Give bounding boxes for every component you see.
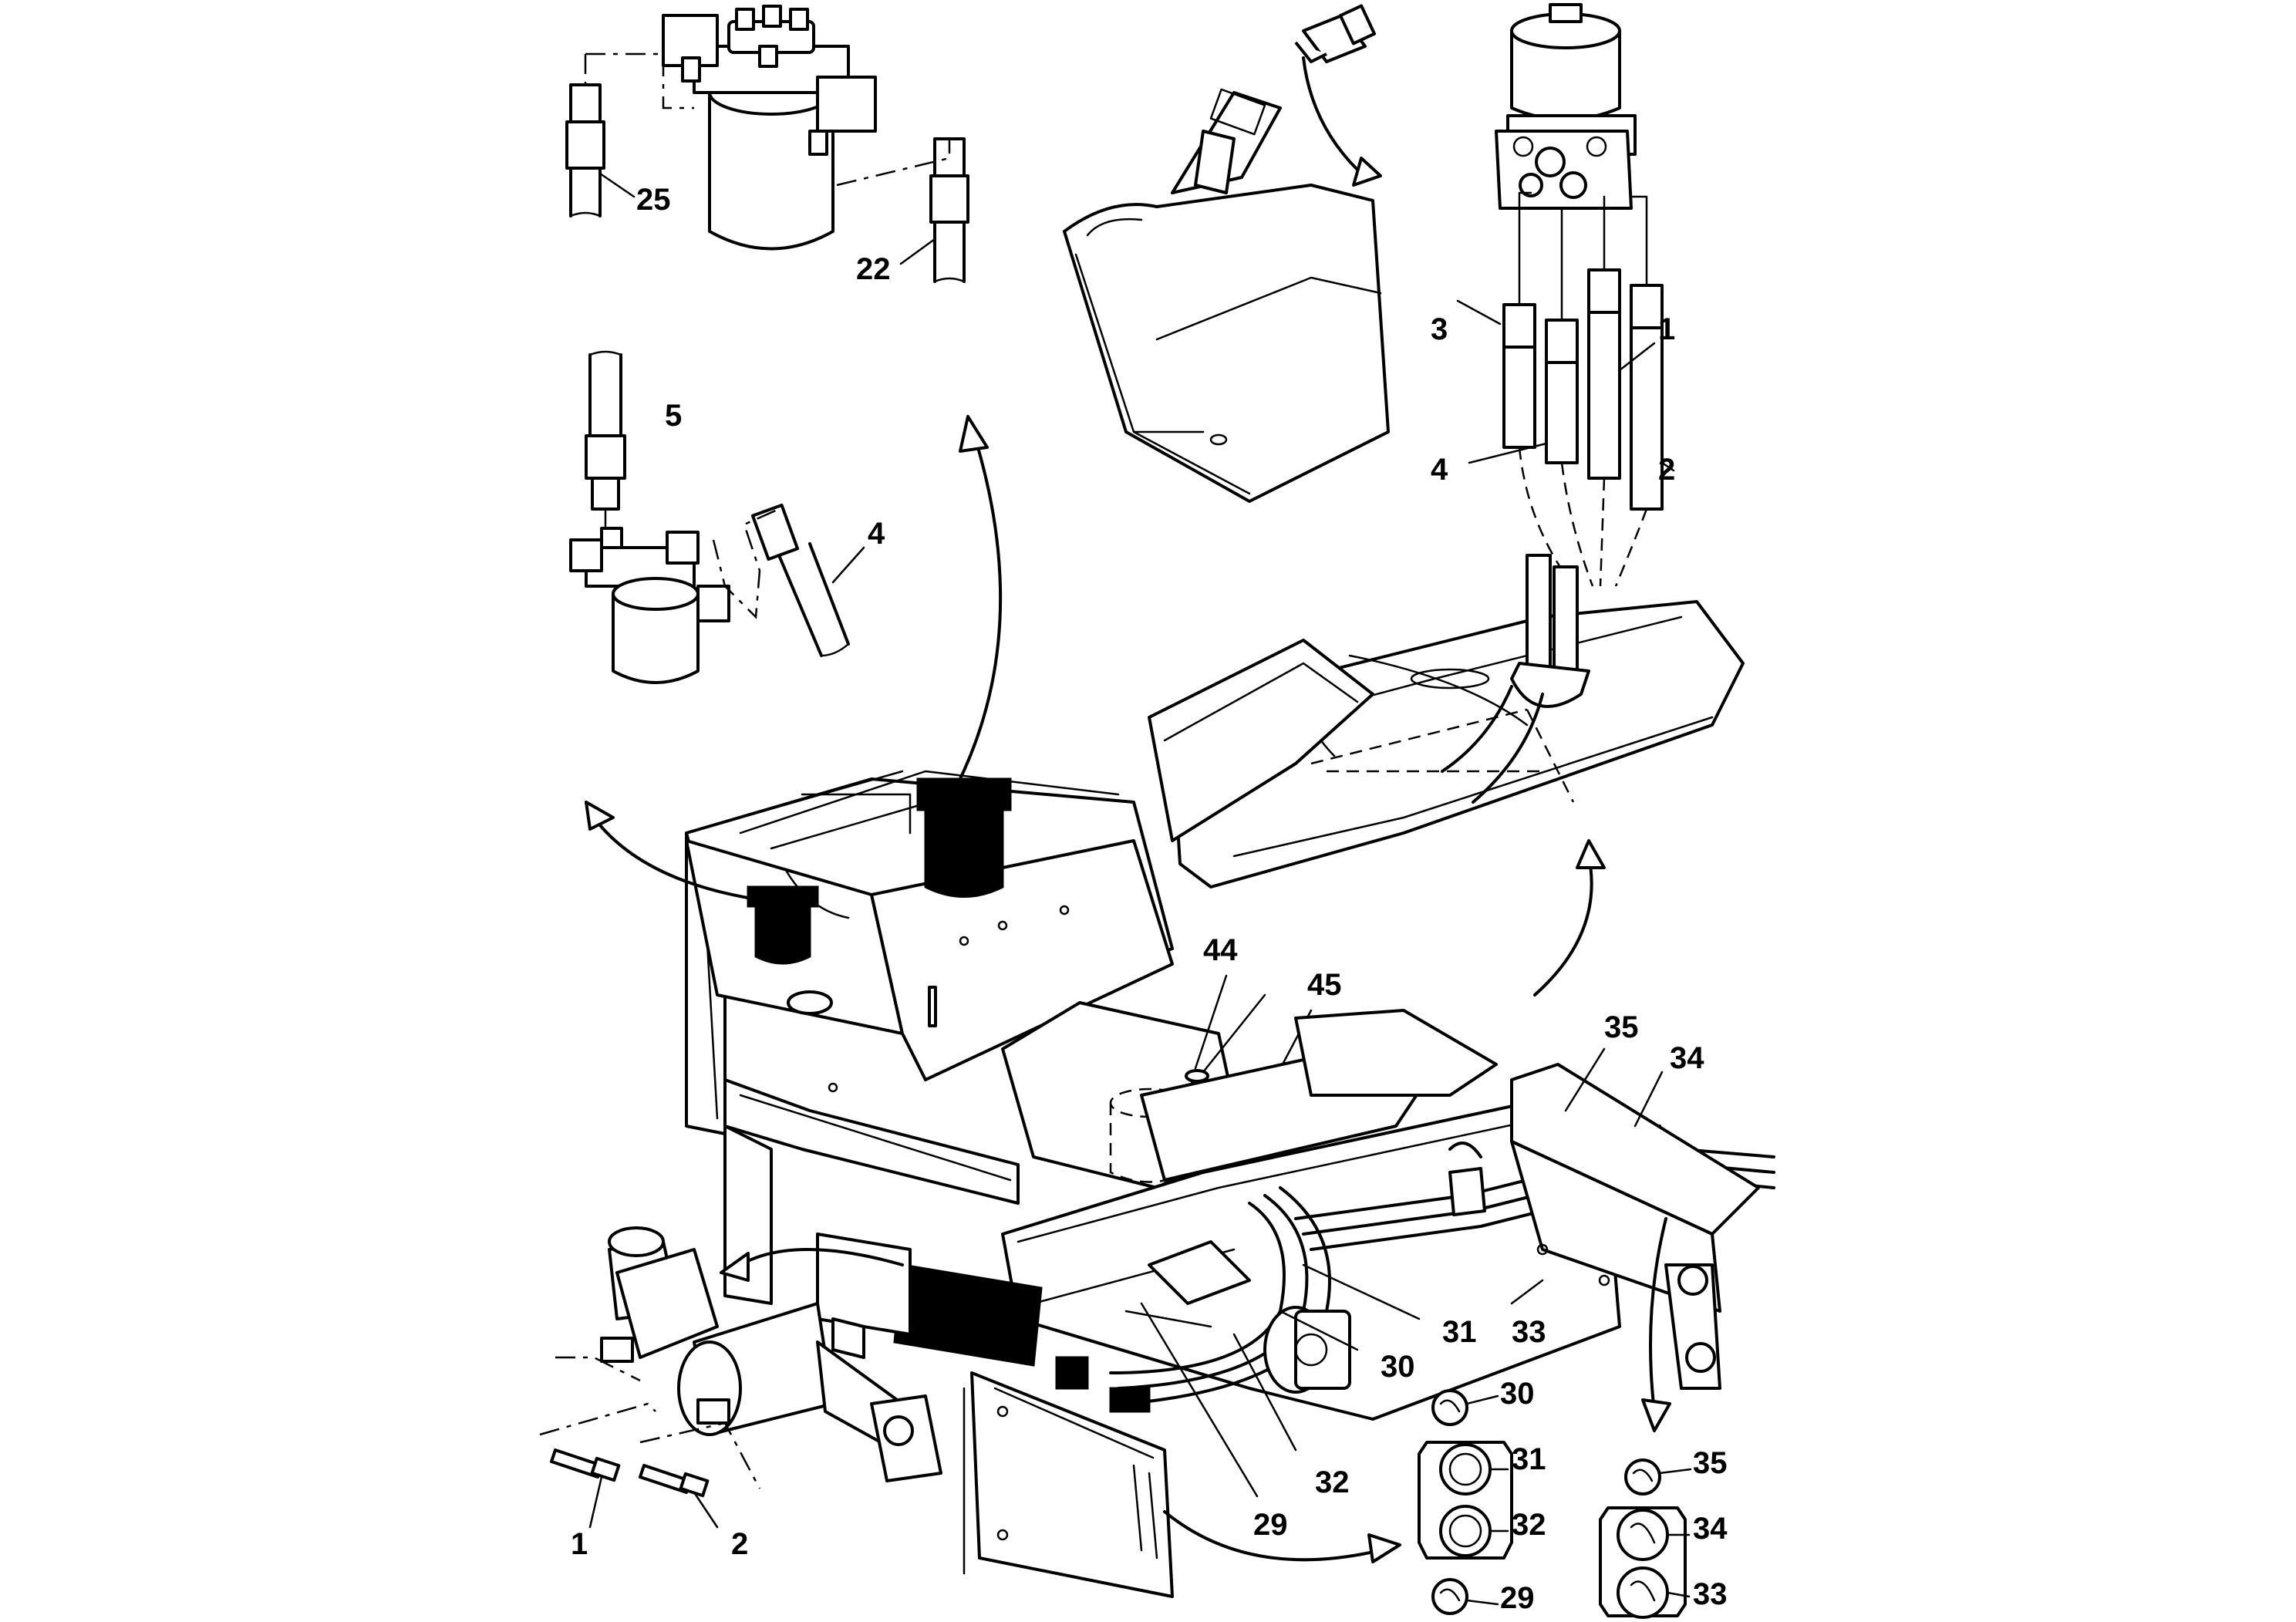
label-sec-30: 30	[1500, 1377, 1535, 1411]
label-mid-30: 30	[1381, 1350, 1415, 1384]
label-sec-35: 35	[1693, 1446, 1728, 1480]
label-mid-29: 29	[1253, 1508, 1288, 1542]
motor-with-hoses	[1456, 3, 1675, 587]
label-sec-34: 34	[1693, 1512, 1728, 1546]
tray-with-valve	[1063, 4, 1390, 503]
label-right-2: 2	[1658, 453, 1675, 487]
label-left-4: 4	[868, 517, 885, 551]
label-bot-2: 2	[731, 1527, 748, 1561]
label-bot-1: 1	[571, 1527, 588, 1561]
label-sec-33: 33	[1693, 1577, 1728, 1611]
label-sec-32: 32	[1512, 1508, 1546, 1542]
label-mid-34: 34	[1670, 1041, 1704, 1075]
label-mid-45: 45	[1307, 968, 1342, 1002]
label-mid-35: 35	[1604, 1010, 1639, 1044]
cylinders-and-fittings	[539, 1226, 942, 1529]
label-right-4: 4	[1431, 453, 1448, 487]
filter-assembly-left	[569, 350, 865, 684]
tank-and-hoses	[720, 974, 1775, 1432]
label-sec-29: 29	[1500, 1581, 1535, 1615]
label-mid-33: 33	[1512, 1315, 1546, 1349]
section-views	[1418, 1389, 1687, 1619]
label-right-1: 1	[1658, 312, 1675, 346]
leader-lines	[1140, 1047, 1692, 1606]
bottom-panel	[963, 1371, 1401, 1598]
label-top-25: 25	[636, 183, 671, 217]
right-tray	[1148, 554, 1745, 996]
label-mid-31: 31	[1442, 1315, 1477, 1349]
label-top-22: 22	[856, 252, 891, 286]
callout-labels: 25 22 5 4 3 1 4 2 44 45 35 34 31 33 30 3…	[571, 183, 1728, 1615]
label-left-5: 5	[665, 399, 682, 433]
label-right-3: 3	[1431, 312, 1448, 346]
label-mid-44: 44	[1203, 933, 1238, 967]
filter-assembly-top	[565, 5, 969, 283]
label-sec-31: 31	[1512, 1442, 1546, 1476]
label-mid-32: 32	[1315, 1465, 1350, 1499]
main-frame	[585, 415, 1174, 1305]
